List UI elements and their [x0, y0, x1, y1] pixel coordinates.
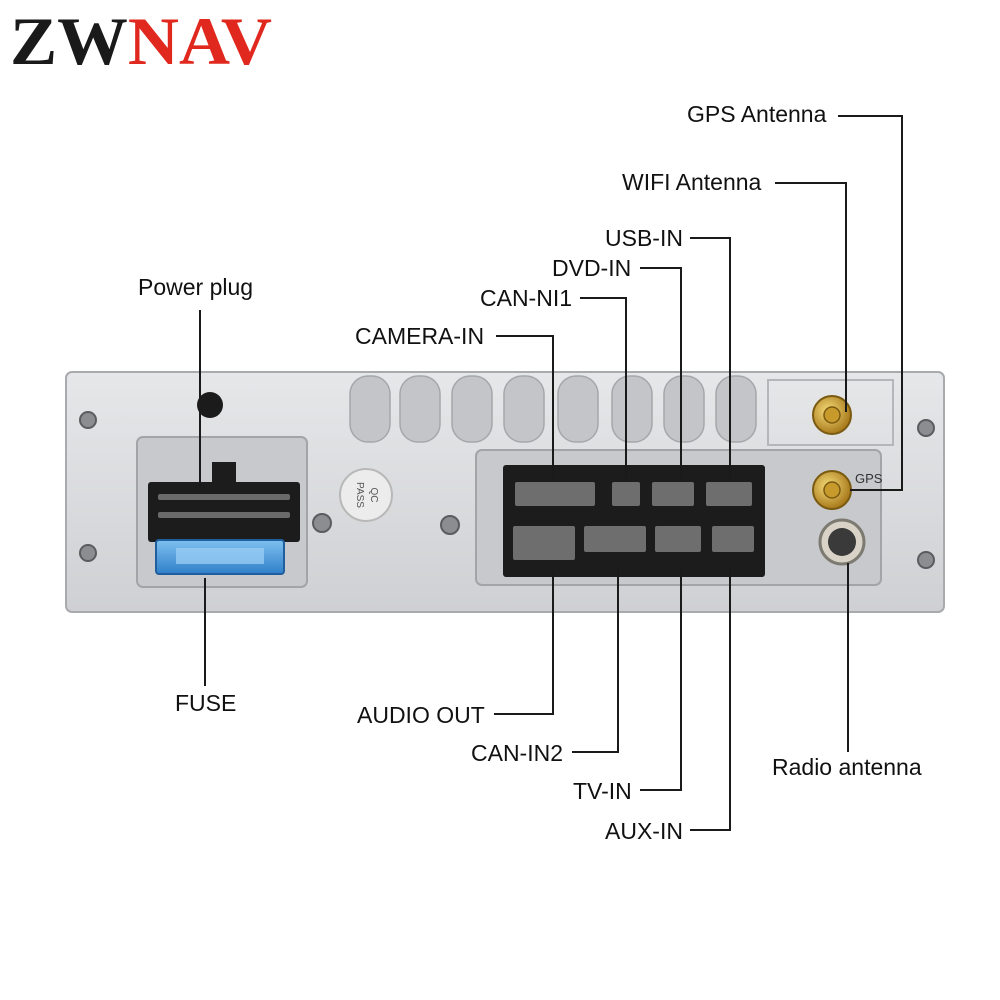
- brand-logo: ZWNAV: [10, 8, 272, 70]
- leader-can-in2: [572, 566, 619, 753]
- qc-sticker: QC PASS: [339, 468, 393, 522]
- wifi-antenna-port: [812, 470, 852, 510]
- label-can-ni1: CAN-NI1: [480, 285, 573, 311]
- label-tv-in: TV-IN: [573, 778, 632, 804]
- label-can-in2: CAN-IN2: [471, 740, 564, 766]
- label-dvd-in: DVD-IN: [552, 255, 632, 281]
- leader-tv-in: [640, 566, 682, 791]
- leader-wifi-antenna: [775, 182, 847, 412]
- label-camera-in: CAMERA-IN: [355, 323, 485, 349]
- qc-sticker-text-top: QC: [368, 488, 379, 503]
- cooling-vents: [349, 375, 757, 443]
- radio-antenna-socket: [818, 518, 866, 566]
- av-connector-pins: [513, 482, 754, 560]
- leader-can-ni1: [580, 297, 627, 478]
- mounting-screws: [79, 411, 935, 569]
- label-radio-antenna: Radio antenna: [772, 754, 922, 780]
- leader-aux-in: [690, 566, 731, 831]
- label-gps-antenna: GPS Antenna: [687, 101, 827, 127]
- brand-part-red: NAV: [128, 8, 272, 70]
- leader-usb-in: [690, 237, 731, 478]
- label-audio-out: AUDIO OUT: [357, 702, 485, 728]
- leader-camera-in: [496, 335, 554, 478]
- gps-port-tag: GPS: [855, 471, 883, 486]
- leader-dvd-in: [640, 267, 682, 478]
- leader-audio-out: [494, 572, 554, 715]
- leader-gps-antenna: [838, 115, 903, 491]
- leader-lines: [199, 115, 903, 831]
- brand-logo-mark: ZWNAV: [10, 8, 272, 70]
- power-plug-pins: [158, 494, 290, 518]
- label-usb-in: USB-IN: [605, 225, 683, 251]
- label-power-plug: Power plug: [138, 274, 254, 300]
- panel-hole: [197, 392, 223, 418]
- brand-part-dark: ZW: [10, 8, 128, 70]
- label-aux-in: AUX-IN: [605, 818, 683, 844]
- label-wifi-antenna: WIFI Antenna: [622, 169, 762, 195]
- label-fuse: FUSE: [175, 690, 237, 716]
- gps-antenna-port: [812, 395, 852, 435]
- svg-text:ZWNAV: ZWNAV: [10, 8, 272, 70]
- antenna-frame: [767, 379, 894, 446]
- qc-sticker-text-bottom: PASS: [354, 482, 365, 508]
